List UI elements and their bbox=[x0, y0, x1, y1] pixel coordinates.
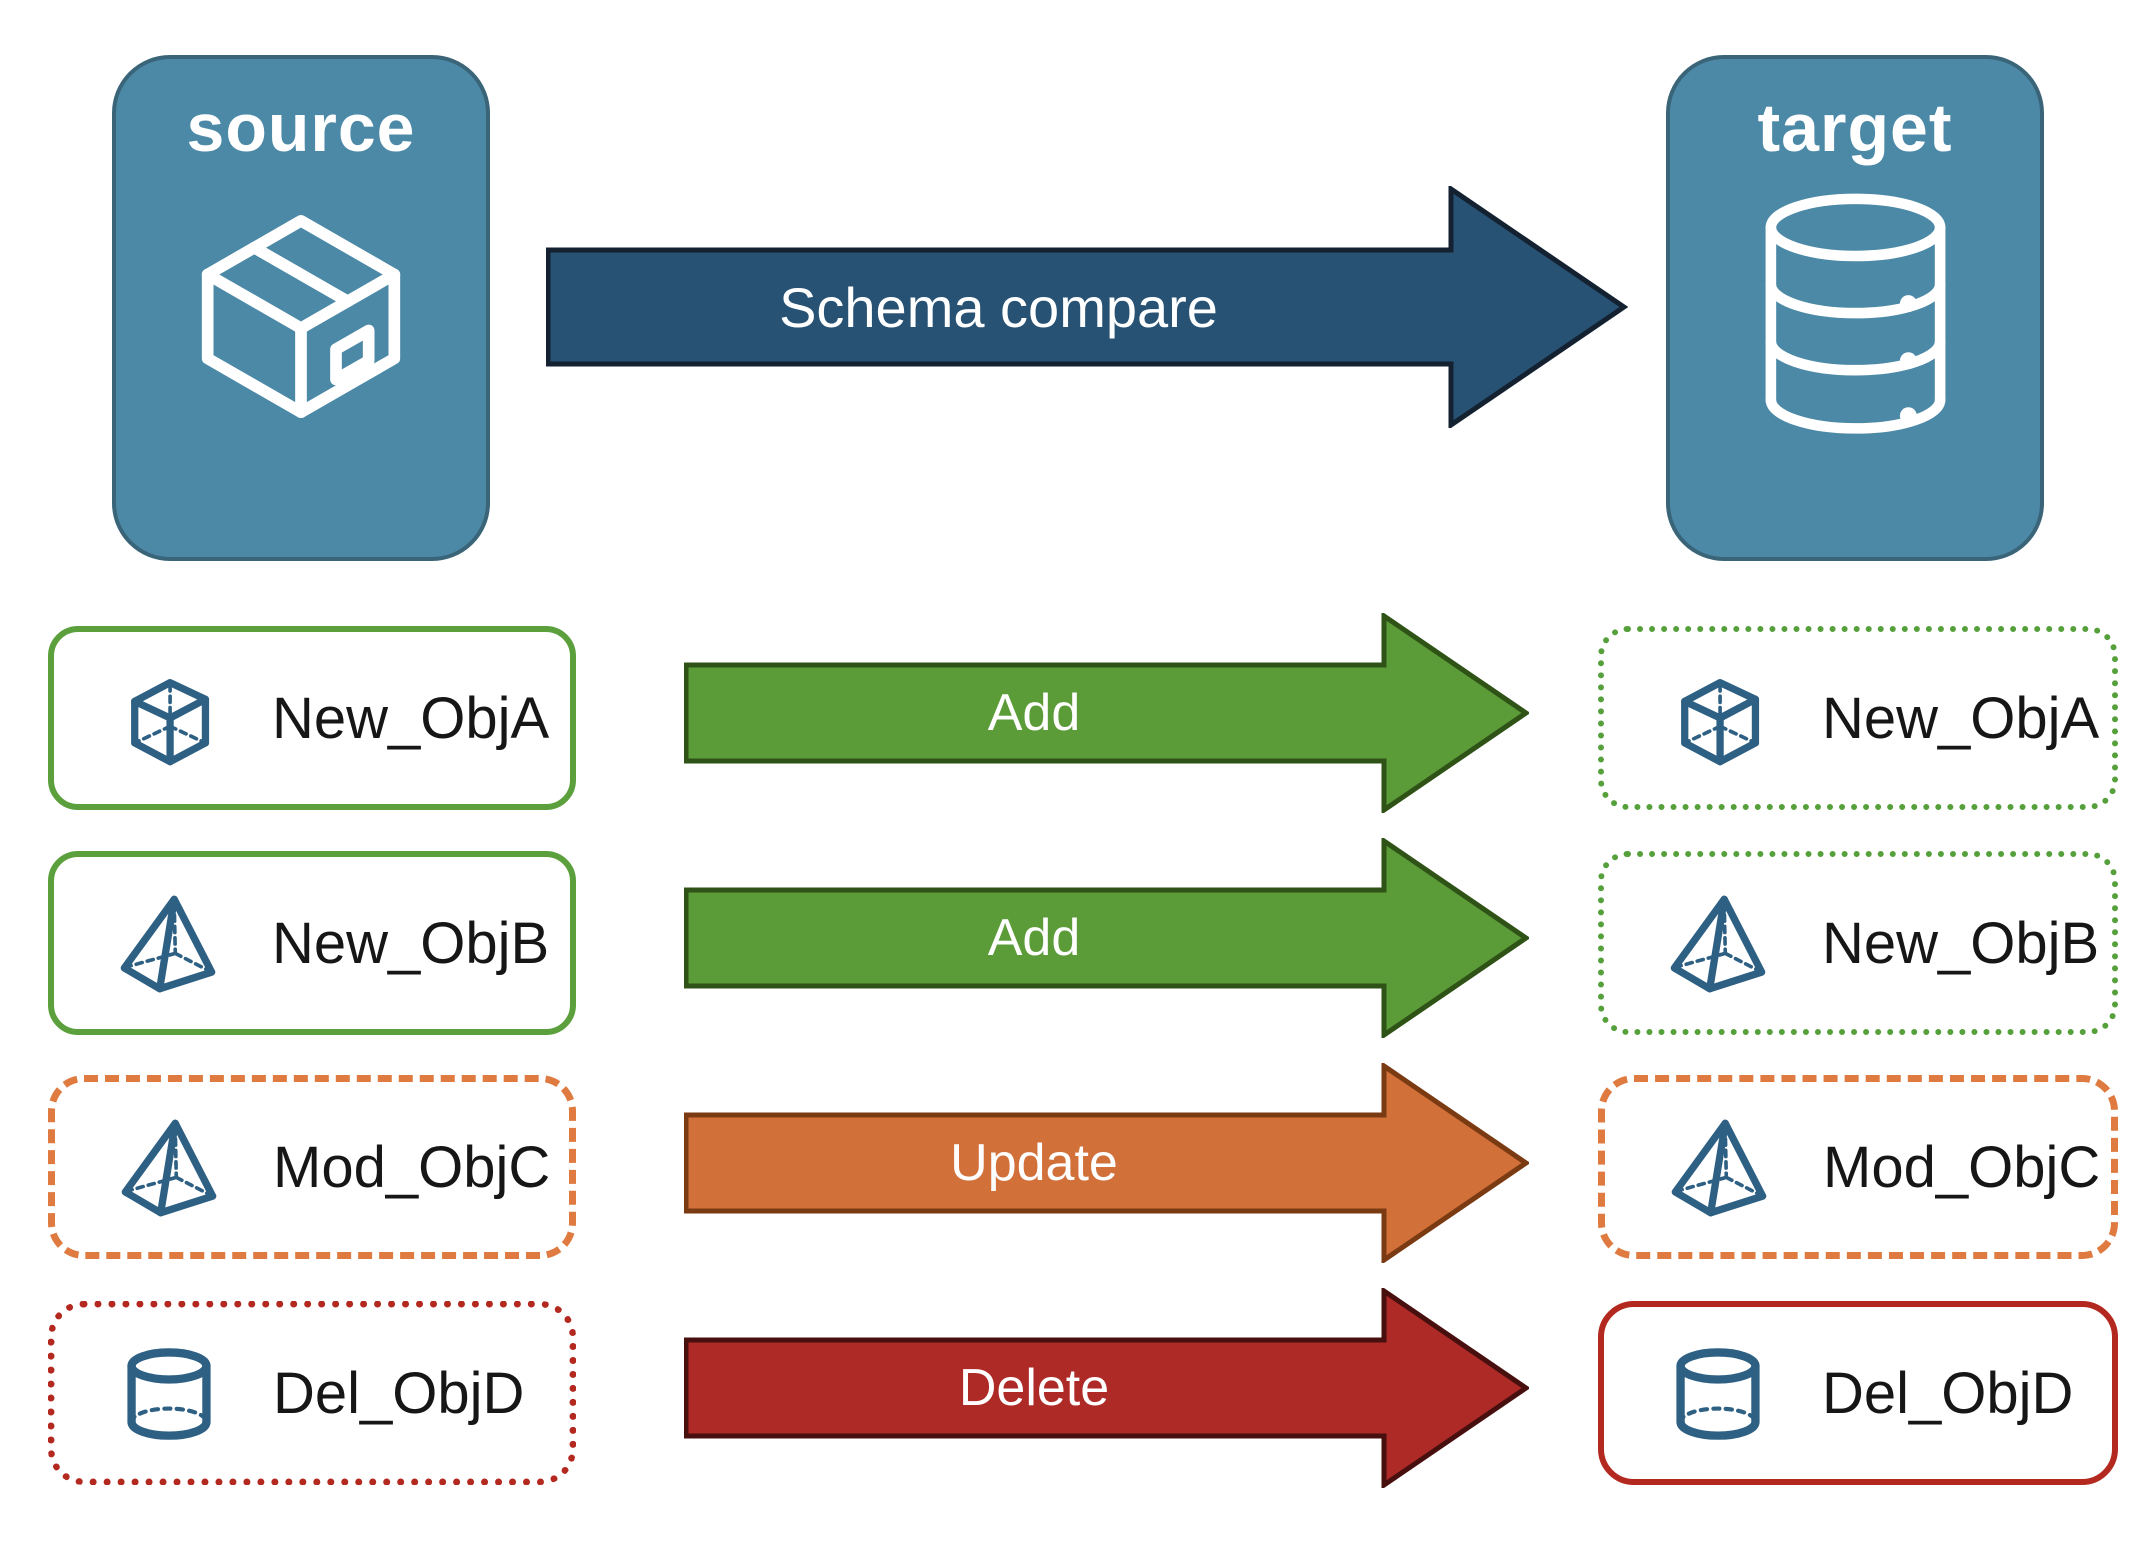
schema-compare-label: Schema compare bbox=[779, 275, 1218, 339]
delete-arrow-row4: Delete bbox=[684, 1288, 1529, 1488]
source-node: source bbox=[112, 55, 490, 561]
source-object-mod-objc: Mod_ObjC bbox=[48, 1075, 576, 1259]
object-label: New_ObjB bbox=[272, 910, 550, 976]
target-object-new-objb: New_ObjB bbox=[1598, 851, 2118, 1035]
add-arrow-row2: Add bbox=[684, 838, 1529, 1038]
schema-compare-arrow: Schema compare bbox=[546, 186, 1628, 428]
target-object-new-obja: New_ObjA bbox=[1598, 626, 2118, 810]
cylinder-icon bbox=[1676, 1348, 1760, 1440]
cube-icon bbox=[131, 679, 210, 766]
source-object-new-obja: New_ObjA bbox=[48, 626, 576, 810]
schema-compare-arrow-shape bbox=[546, 186, 1628, 428]
pyramid-icon bbox=[1671, 1119, 1767, 1217]
package-icon bbox=[201, 215, 401, 418]
object-label: Del_ObjD bbox=[1822, 1360, 2074, 1426]
update-arrow-shape bbox=[684, 1063, 1529, 1263]
add-arrow-shape bbox=[684, 838, 1529, 1038]
object-label: Mod_ObjC bbox=[273, 1134, 551, 1200]
object-label: Mod_ObjC bbox=[1823, 1134, 2101, 1200]
source-object-del-objd: Del_ObjD bbox=[48, 1301, 576, 1485]
object-label: New_ObjA bbox=[1822, 685, 2100, 751]
target-object-del-objd: Del_ObjD bbox=[1598, 1301, 2118, 1485]
pyramid-icon bbox=[1670, 895, 1766, 993]
add-arrow-label: Add bbox=[987, 909, 1081, 967]
object-label: New_ObjA bbox=[272, 685, 550, 751]
target-object-mod-objc: Mod_ObjC bbox=[1598, 1075, 2118, 1259]
add-arrow-row1: Add bbox=[684, 613, 1529, 813]
source-title: source bbox=[186, 90, 416, 166]
pyramid-icon bbox=[120, 895, 216, 993]
add-arrow-label: Add bbox=[987, 684, 1081, 742]
target-title: target bbox=[1757, 90, 1953, 166]
pyramid-icon bbox=[121, 1119, 217, 1217]
target-node: target bbox=[1666, 55, 2044, 561]
cube-icon bbox=[1681, 679, 1760, 766]
cylinder-icon bbox=[127, 1348, 211, 1440]
delete-arrow-shape bbox=[684, 1288, 1529, 1488]
object-label: Del_ObjD bbox=[273, 1360, 525, 1426]
add-arrow-shape bbox=[684, 613, 1529, 813]
update-arrow-label: Update bbox=[950, 1134, 1118, 1192]
database-icon bbox=[1765, 193, 1945, 434]
update-arrow-row3: Update bbox=[684, 1063, 1529, 1263]
delete-arrow-label: Delete bbox=[958, 1359, 1110, 1417]
source-object-new-objb: New_ObjB bbox=[48, 851, 576, 1035]
object-label: New_ObjB bbox=[1822, 910, 2100, 976]
